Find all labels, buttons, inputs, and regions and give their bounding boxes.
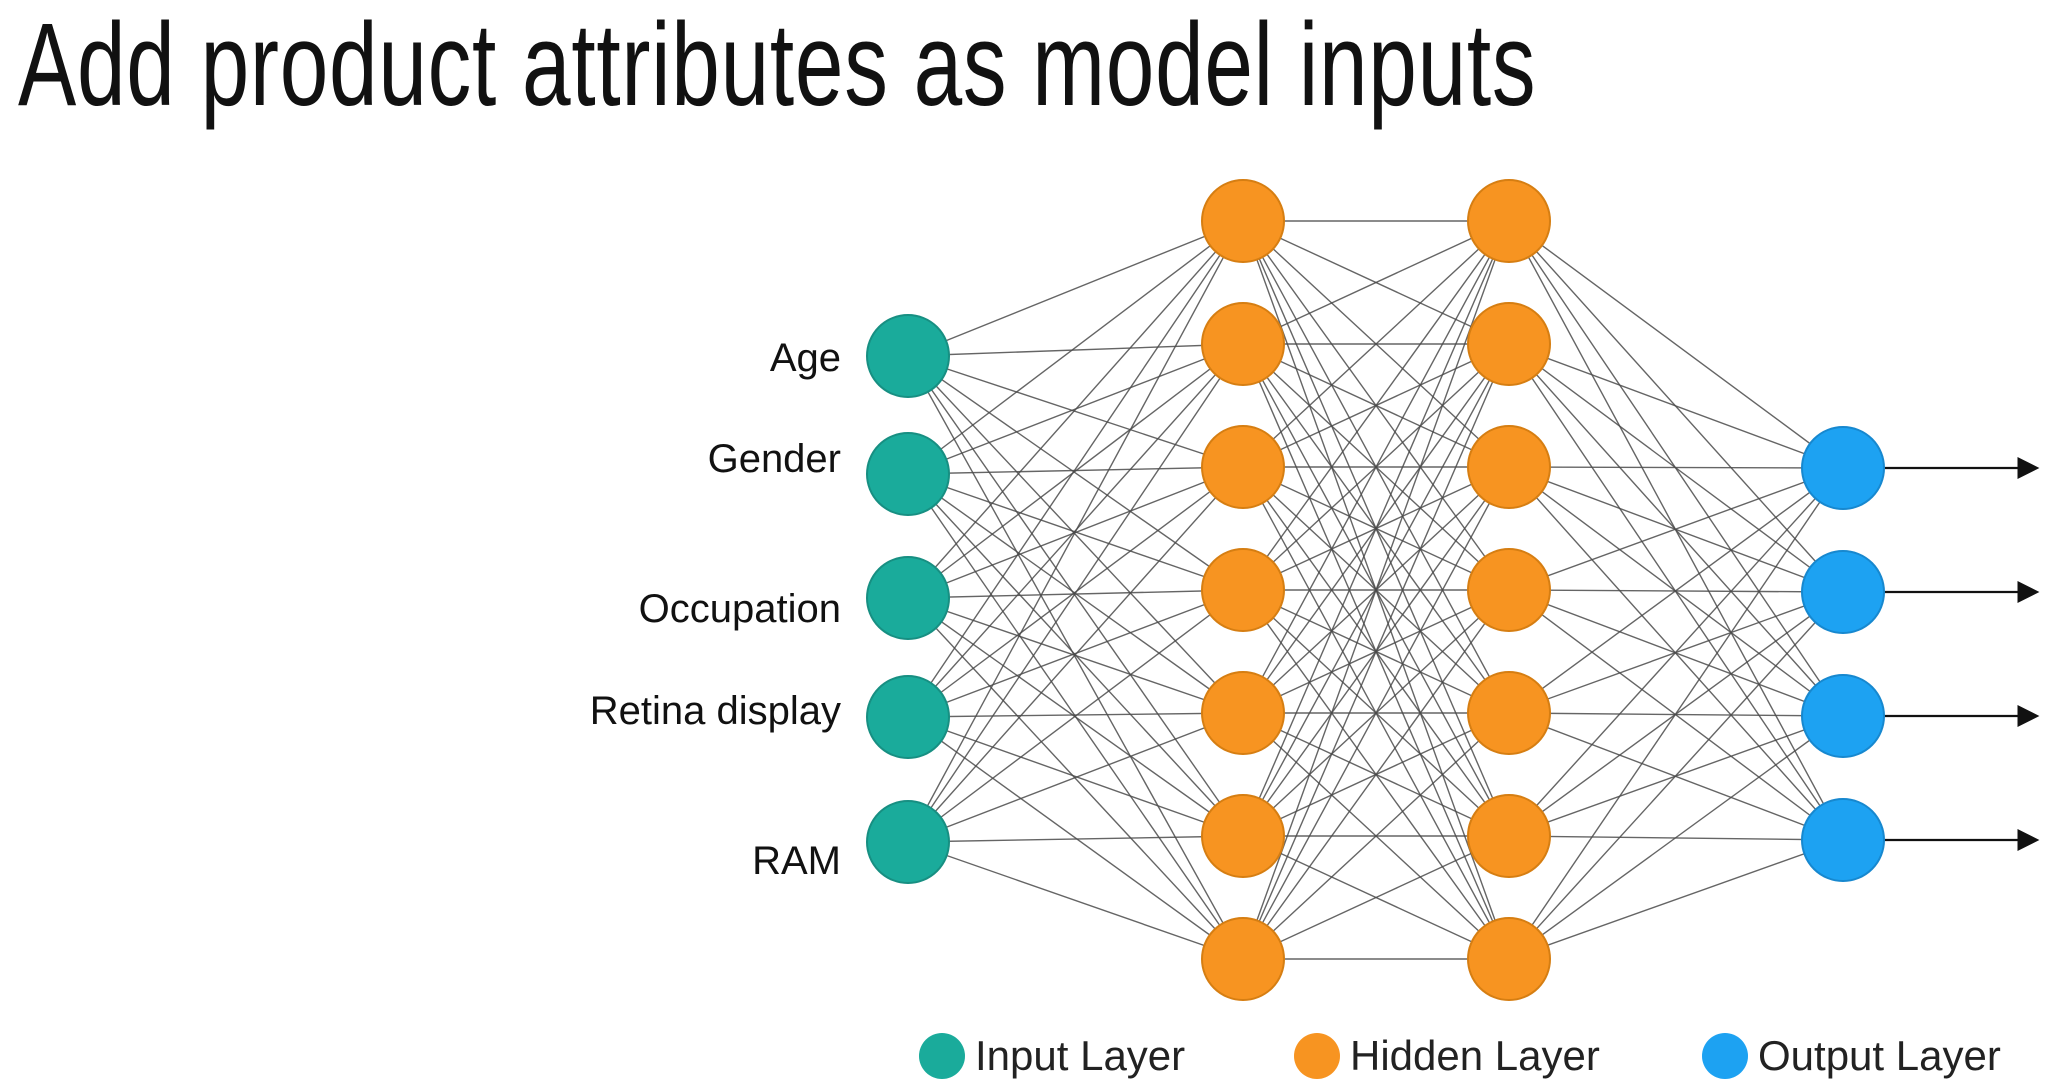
connection-line — [907, 343, 1244, 843]
hidden-node-layer2 — [1467, 302, 1551, 386]
connection-line — [1508, 591, 1844, 960]
legend-hidden-label: Hidden Layer — [1350, 1032, 1600, 1079]
connection-line — [907, 466, 1244, 843]
connection-line — [1508, 839, 1844, 960]
network-nodes — [866, 179, 1885, 1001]
hidden-node-layer1 — [1201, 179, 1285, 263]
legend-input-swatch — [919, 1033, 965, 1079]
hidden-node-layer1 — [1201, 671, 1285, 755]
hidden-node-layer1 — [1201, 302, 1285, 386]
connection-line — [907, 343, 1244, 599]
connection-line — [1508, 467, 1844, 960]
connection-lines — [907, 220, 1844, 960]
slide-title: Add product attributes as model inputs — [18, 0, 1537, 131]
connection-line — [907, 220, 1244, 599]
connection-line — [1242, 220, 1510, 591]
connection-line — [1508, 220, 1844, 469]
hidden-node-layer1 — [1201, 917, 1285, 1001]
output-arrows — [1884, 457, 2040, 851]
input-label: RAM — [752, 839, 841, 883]
connection-line — [1242, 220, 1510, 960]
legend-output-label: Output Layer — [1758, 1032, 2001, 1079]
input-node — [866, 432, 950, 516]
legend: Input Layer Hidden Layer Output Layer — [919, 1032, 2001, 1079]
connection-line — [907, 355, 1244, 468]
connection-line — [907, 220, 1244, 718]
connection-line — [1242, 220, 1510, 345]
hidden-node-layer2 — [1467, 671, 1551, 755]
hidden-node-layer1 — [1201, 794, 1285, 878]
connection-line — [1242, 466, 1510, 960]
connection-line — [907, 597, 1244, 837]
input-node — [866, 675, 950, 759]
connection-line — [907, 355, 1244, 591]
hidden-node-layer2 — [1467, 794, 1551, 878]
connection-line — [907, 712, 1244, 843]
input-label: Retina display — [590, 689, 841, 733]
connection-line — [1242, 835, 1510, 960]
output-node — [1801, 550, 1885, 634]
hidden-node-layer2 — [1467, 179, 1551, 263]
connection-line — [907, 355, 1244, 960]
legend-hidden-swatch — [1294, 1033, 1340, 1079]
connection-line — [1508, 467, 1844, 837]
input-node — [866, 800, 950, 884]
connection-line — [907, 712, 1244, 718]
input-label: Occupation — [639, 587, 841, 631]
connection-line — [907, 220, 1244, 475]
hidden-node-layer1 — [1201, 425, 1285, 509]
connection-line — [1508, 715, 1844, 960]
connection-line — [907, 589, 1244, 843]
connection-line — [1508, 343, 1844, 469]
connection-line — [907, 220, 1244, 357]
legend-input-label: Input Layer — [975, 1032, 1185, 1079]
connection-line — [907, 841, 1244, 960]
input-node — [866, 556, 950, 640]
hidden-node-layer1 — [1201, 548, 1285, 632]
output-node — [1801, 426, 1885, 510]
connection-line — [907, 835, 1244, 843]
connection-line — [907, 343, 1244, 357]
input-label: Age — [770, 336, 841, 380]
connection-line — [907, 355, 1244, 714]
connection-line — [1242, 343, 1510, 960]
connection-line — [907, 355, 1244, 837]
connection-line — [1508, 467, 1844, 714]
hidden-node-layer2 — [1467, 425, 1551, 509]
legend-output-swatch — [1702, 1033, 1748, 1079]
output-node — [1801, 798, 1885, 882]
connection-line — [1242, 712, 1510, 960]
connection-line — [1242, 220, 1510, 837]
connection-line — [907, 716, 1244, 837]
output-node — [1801, 674, 1885, 758]
input-label: Gender — [708, 437, 841, 481]
connection-line — [907, 220, 1244, 843]
input-node — [866, 314, 950, 398]
connection-line — [1508, 466, 1844, 469]
hidden-node-layer2 — [1467, 917, 1551, 1001]
connection-line — [1242, 589, 1510, 960]
connection-line — [1242, 220, 1510, 468]
connection-line — [1242, 220, 1510, 714]
connection-line — [907, 716, 1244, 960]
connection-line — [907, 597, 1244, 960]
hidden-node-layer2 — [1467, 548, 1551, 632]
connection-line — [1508, 467, 1844, 591]
